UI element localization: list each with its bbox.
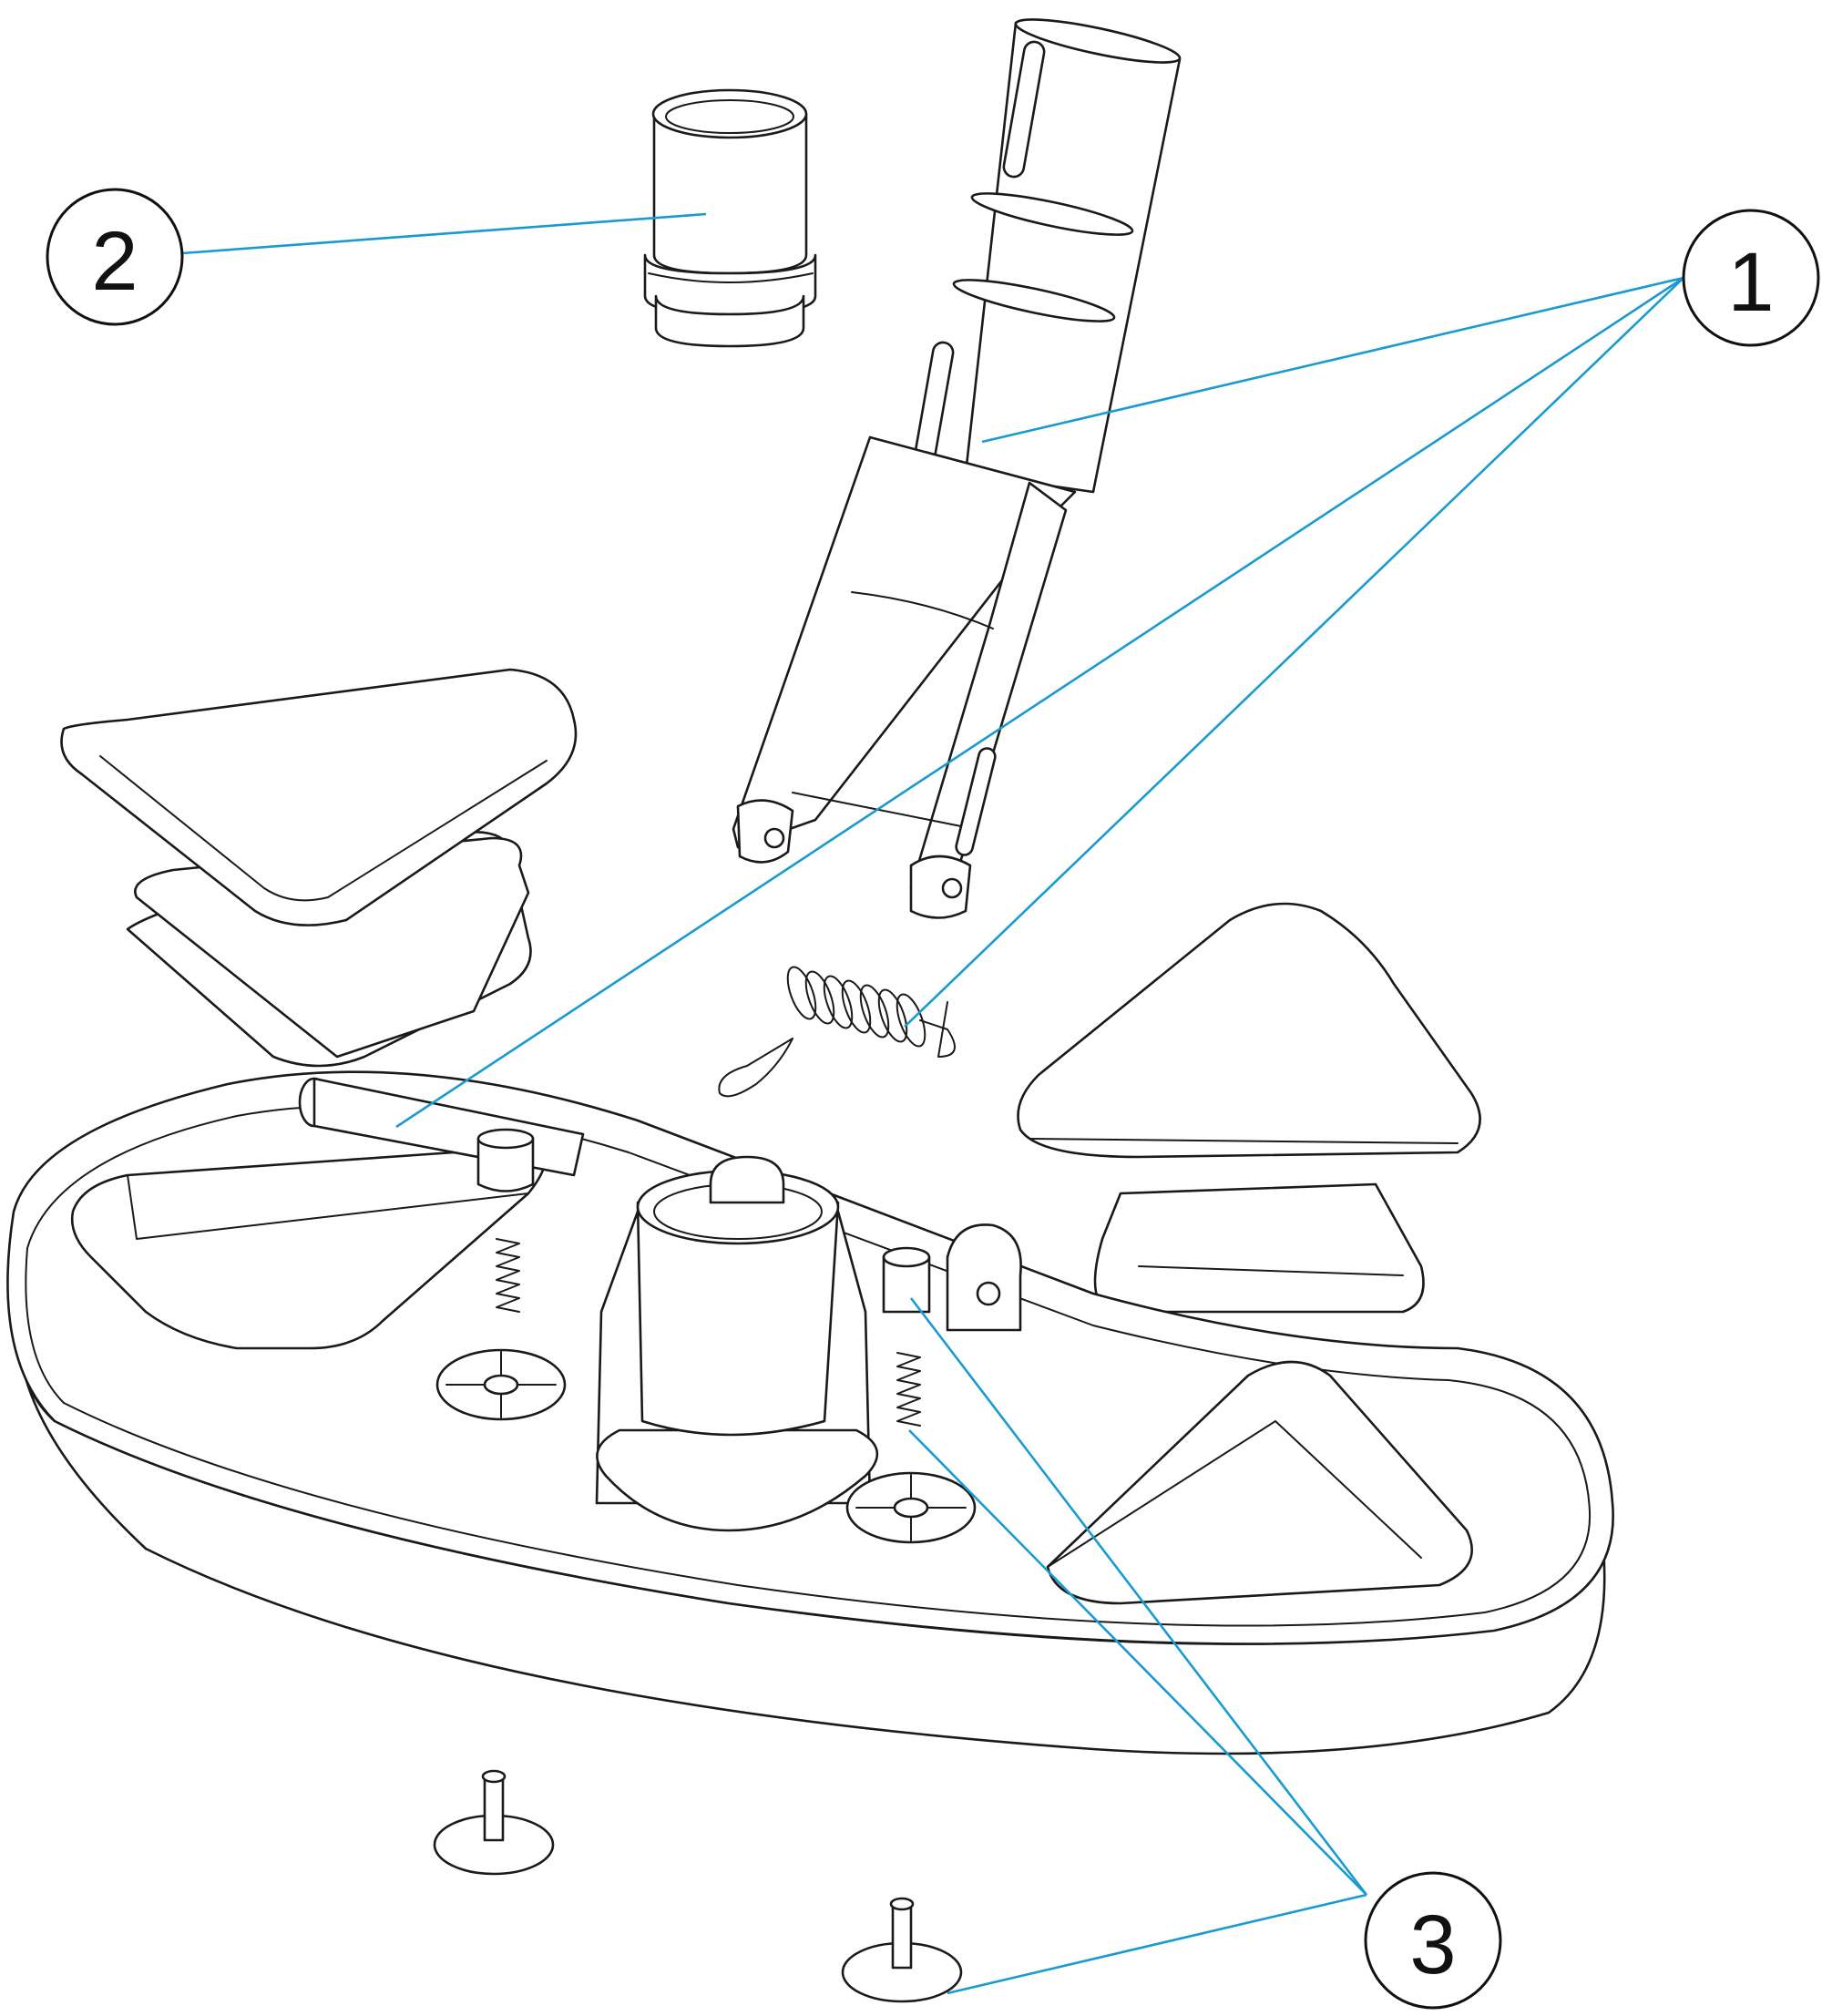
leader-lines [181, 212, 1684, 1995]
wheel-pin-right [841, 1897, 963, 2003]
right-wing-weight [1017, 902, 1481, 1314]
callout-1-number: 1 [1727, 236, 1774, 329]
callout-2: 2 [46, 188, 184, 326]
callout-2-number: 2 [91, 215, 138, 308]
left-wing-weight [60, 668, 578, 1068]
vacuum-head-base [6, 1070, 1614, 1755]
callout-3-number: 3 [1409, 1898, 1456, 1991]
handle-bracket-part [732, 18, 1182, 919]
callout-1: 1 [1682, 209, 1820, 347]
hose-adapter-part [643, 88, 817, 348]
callout-3: 3 [1364, 1871, 1502, 2010]
wheel-pin-left [433, 1769, 555, 1876]
torsion-spring-part [718, 966, 956, 1098]
